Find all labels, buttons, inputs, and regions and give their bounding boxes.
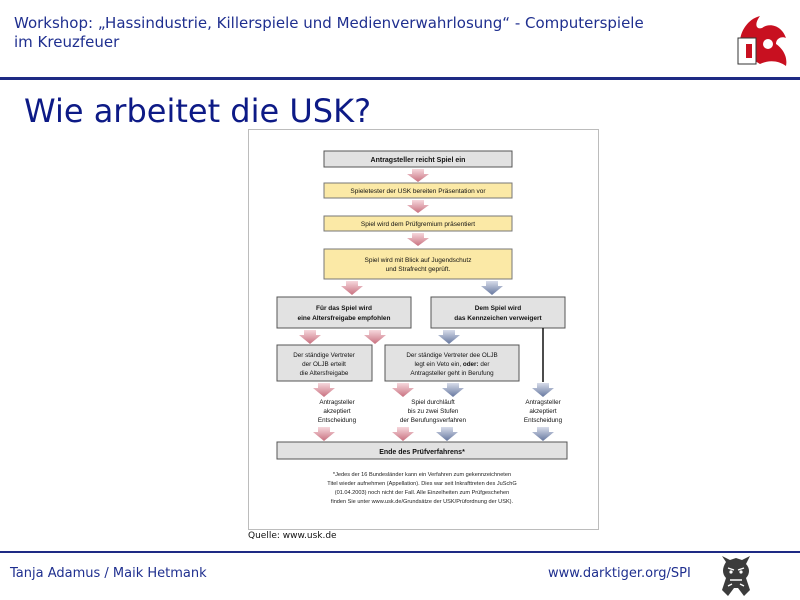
arrow-down-icon [481,281,503,295]
footnote-line-4: finden Sie unter www.usk.de/Grundsätze d… [331,499,514,505]
oljb-veto-box [384,344,520,382]
footer-authors: Tanja Adamus / Maik Hetmank [10,566,207,581]
outcome-mid-line-1: Spiel durchläuft [411,399,455,406]
footnote-line-1: *Jedes der 16 Bundesländer kann ein Verf… [333,472,511,478]
step-3-text: Spiel wird dem Prüfgremium präsentiert [361,221,475,228]
oljb-approve-line-3: die Altersfreigabe [300,370,349,377]
arrow-down-icon [532,383,554,397]
arrow-down-icon [392,383,414,397]
slide-title: Wie arbeitet die USK? [24,92,372,130]
step-3-box [323,215,513,232]
tiger-logo-icon [722,556,750,596]
arrow-down-icon [407,233,429,246]
oljb-veto-line-1: Der ständige Vertreter dee OLJB [406,352,497,359]
outcome-left-line-3: Entscheidung [318,417,357,424]
arrow-down-icon [364,330,386,344]
oljb-veto-line-2b: oder: [463,361,479,368]
arrow-down-icon [436,427,458,441]
oljb-approve-line-2: der OLJB erteilt [302,361,346,368]
oljb-veto-line-2a: legt ein Veto ein, [415,361,463,368]
decision-refuse-line-2: das Kennzeichen verweigert [454,315,542,322]
outcome-right-line-2: akzeptiert [529,408,557,415]
end-text: Ende des Prüfverfahrens* [379,449,465,456]
step-1-box [323,150,513,168]
outcome-left-line-2: akzeptiert [323,408,351,415]
end-box [276,441,568,460]
red-dragon-logo-icon [737,16,787,66]
arrow-down-icon [313,427,335,441]
footnote-line-2: Titel wieder aufnehmen (Appellation). Di… [327,481,516,487]
oljb-veto-line-2: legt ein Veto ein, oder: der [415,361,490,368]
oljb-approve-box [276,344,373,382]
outcome-mid-line-3: der Berufungsverfahren [400,417,467,424]
step-2-text: Spieletester der USK bereiten Präsentati… [350,188,486,195]
step-4-line-2: und Strafrecht geprüft. [386,266,451,273]
outcome-right-line-3: Entscheidung [524,417,563,424]
arrow-down-icon [532,427,554,441]
arrow-down-icon [392,427,414,441]
step-4-line-1: Spiel wird mit Blick auf Jugendschutz [365,257,472,264]
arrow-down-icon [313,383,335,397]
decision-refuse-box [430,296,566,329]
step-4-box [323,248,513,280]
oljb-veto-line-2c: der [479,361,490,368]
arrow-down-icon [341,281,363,295]
header-divider [0,77,800,80]
outcome-left-line-1: Antragsteller [319,399,354,406]
usk-flowchart: Antragsteller reicht Spiel ein Spieletes… [248,129,599,530]
decision-approve-line-1: Für das Spiel wird [316,305,372,312]
step-1-text: Antragsteller reicht Spiel ein [371,157,466,164]
decision-approve-line-2: eine Altersfreigabe empfohlen [298,315,391,322]
arrow-down-icon [438,330,460,344]
oljb-approve-line-1: Der ständige Vertreter [293,352,355,359]
arrow-down-icon [442,383,464,397]
arrow-down-icon [299,330,321,344]
footer-divider [0,551,800,553]
oljb-veto-line-3: Antragsteller geht in Berufung [410,370,494,377]
footnote-line-3: (01.04.2003) noch nicht der Fall. Alle E… [335,490,509,496]
decision-refuse-line-1: Dem Spiel wird [475,305,522,312]
footer-url[interactable]: www.darktiger.org/SPI [548,566,691,581]
step-2-box [323,182,513,199]
arrow-down-icon [407,200,429,213]
source-caption: Quelle: www.usk.de [248,531,337,541]
decision-approve-box [276,296,412,329]
workshop-title: Workshop: „Hassindustrie, Killerspiele u… [14,14,644,51]
outcome-mid-line-2: bis zu zwei Stufen [408,408,459,415]
outcome-right-line-1: Antragsteller [525,399,560,406]
arrow-down-icon [407,169,429,182]
